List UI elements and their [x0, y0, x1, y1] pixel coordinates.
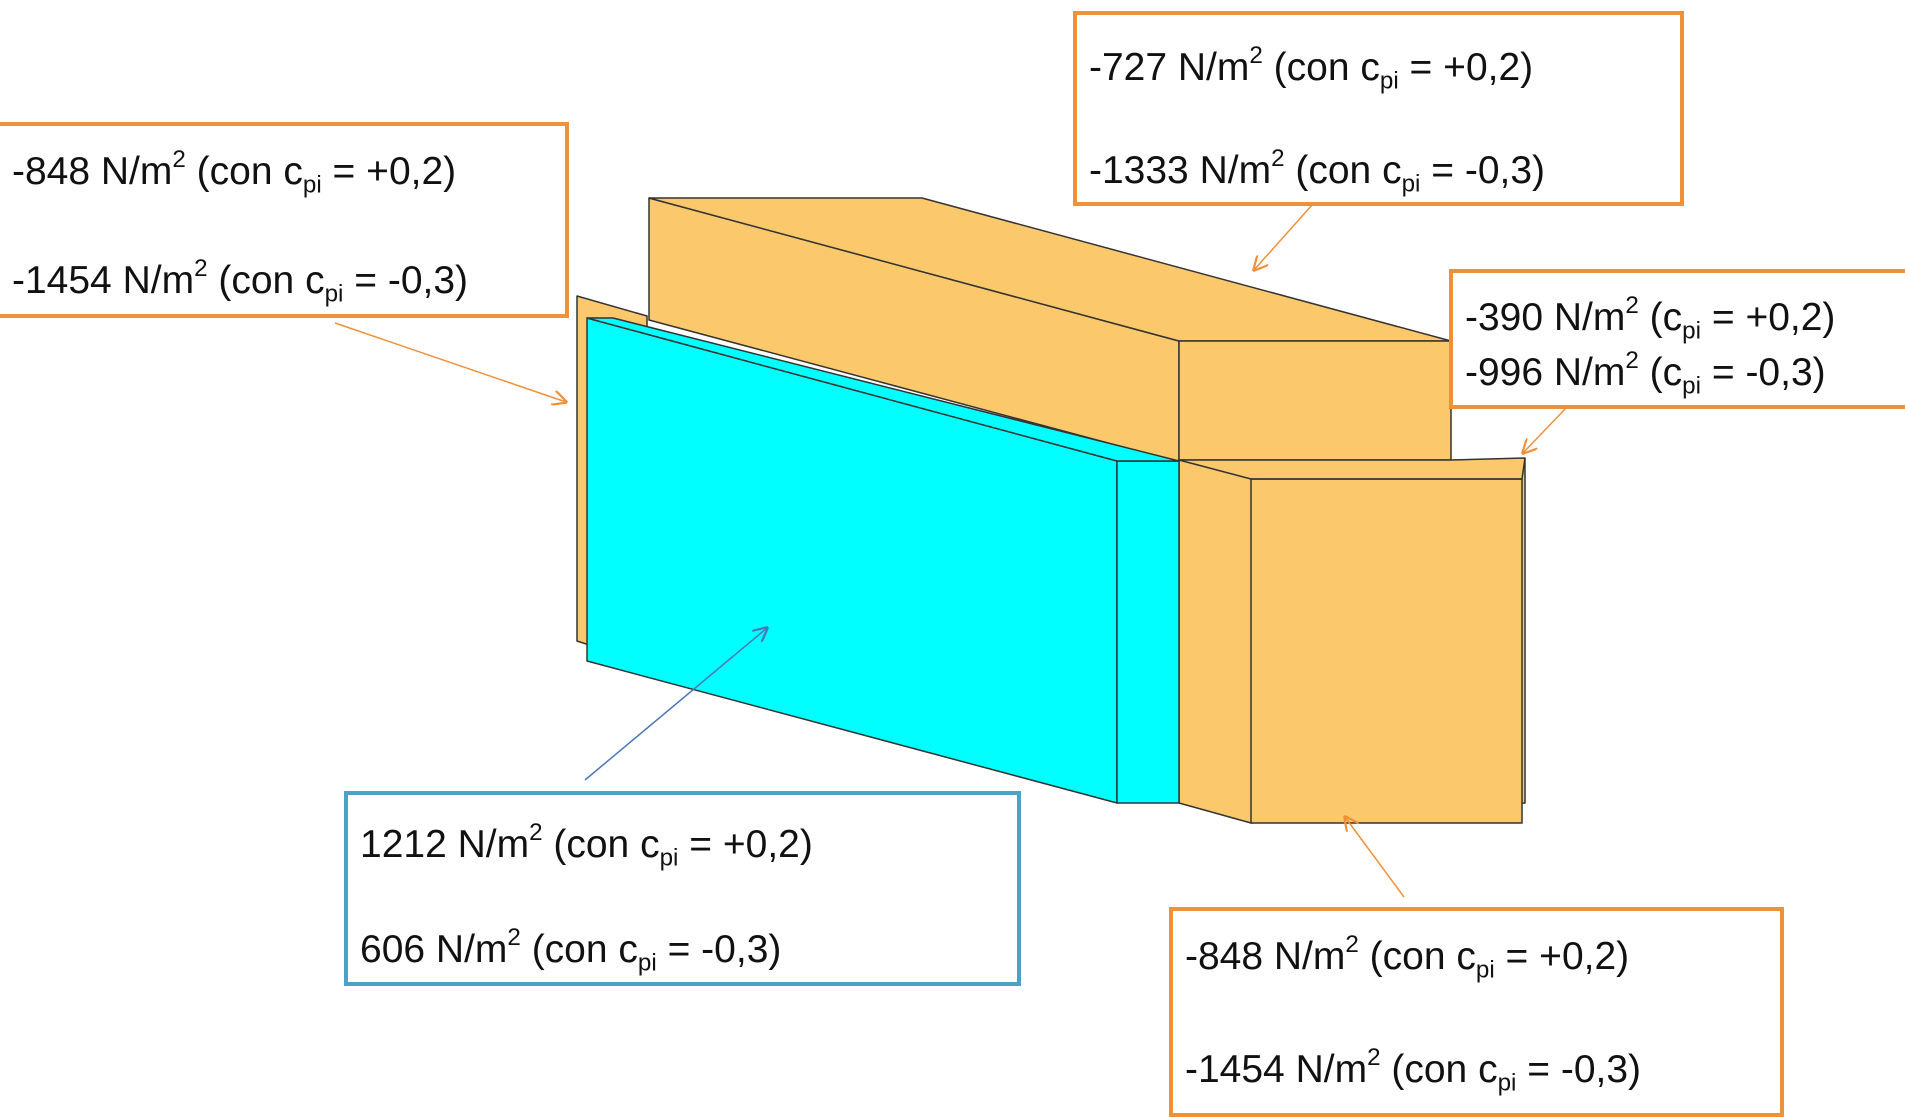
callout-line-1: -727 N/m2 (con cpi = +0,2): [1089, 43, 1534, 93]
windward-top-edge: [586, 317, 1180, 462]
arrow-right: [1523, 406, 1568, 453]
coef-subscript: pi: [1475, 956, 1495, 984]
coef-subscript: pi: [302, 171, 322, 199]
callout-left-wall: -848 N/m2 (con cpi = +0,2) -1454 N/m2 (c…: [0, 122, 569, 318]
coef-label: (con c: [1262, 46, 1380, 89]
exponent: 2: [529, 819, 543, 847]
coef-value: = +0,2): [1398, 46, 1534, 89]
coef-value: = +0,2): [1494, 935, 1630, 978]
pressure-value: -1454 N/m: [1185, 1048, 1368, 1091]
windward-strip: [1116, 460, 1180, 804]
callout-line-1: -848 N/m2 (con cpi = +0,2): [12, 147, 457, 197]
upper-right-face: [1178, 340, 1452, 461]
exponent: 2: [1345, 931, 1359, 959]
coef-value: = -0,3): [1516, 1048, 1642, 1091]
callout-line-2: -1454 N/m2 (con cpi = -0,3): [1185, 1045, 1642, 1095]
exponent: 2: [1625, 347, 1639, 375]
callout-end-wall: -848 N/m2 (con cpi = +0,2) -1454 N/m2 (c…: [1169, 907, 1784, 1117]
coef-subscript: pi: [659, 844, 679, 872]
coef-label: (c: [1638, 296, 1683, 339]
coef-subscript: pi: [637, 949, 657, 977]
building: [576, 197, 1526, 824]
callout-windward-wall: 1212 N/m2 (con cpi = +0,2) 606 N/m2 (con…: [344, 791, 1021, 986]
pressure-value: -996 N/m: [1465, 351, 1626, 394]
end-wall-ridge: [1178, 457, 1526, 480]
pressure-value: -848 N/m: [1185, 935, 1346, 978]
coef-subscript: pi: [324, 280, 344, 308]
coef-value: = -0,3): [656, 928, 782, 971]
coef-value: = +0,2): [321, 150, 457, 193]
arrow-top-right: [1254, 204, 1313, 270]
pressure-value: -727 N/m: [1089, 46, 1250, 89]
coef-subscript: pi: [1682, 317, 1701, 345]
callout-line-1: 1212 N/m2 (con cpi = +0,2): [360, 820, 813, 870]
pressure-value: 1212 N/m: [360, 823, 530, 866]
callout-leeward-roof: -390 N/m2 (cpi = +0,2) -996 N/m2 (cpi = …: [1449, 269, 1905, 409]
callout-line-2: -1454 N/m2 (con cpi = -0,3): [12, 256, 469, 306]
coef-subscript: pi: [1682, 372, 1701, 400]
exponent: 2: [1249, 42, 1263, 70]
pressure-value: -1454 N/m: [12, 259, 195, 302]
coef-value: = +0,2): [1701, 296, 1836, 339]
callout-line-2: 606 N/m2 (con cpi = -0,3): [360, 925, 782, 975]
coef-value: = -0,3): [343, 259, 469, 302]
coef-subscript: pi: [1497, 1069, 1517, 1097]
coef-value: = -0,3): [1420, 149, 1546, 192]
callout-line-2: -996 N/m2 (cpi = -0,3): [1465, 348, 1826, 398]
callout-line-2: -1333 N/m2 (con cpi = -0,3): [1089, 146, 1546, 196]
coef-subscript: pi: [1379, 67, 1399, 95]
exponent: 2: [1271, 145, 1285, 173]
coef-label: (con c: [185, 150, 303, 193]
end-wall-front: [1250, 478, 1523, 824]
coef-label: (c: [1638, 351, 1683, 394]
coef-value: = +0,2): [678, 823, 813, 866]
arrow-top-left: [334, 322, 566, 402]
exponent: 2: [1367, 1044, 1381, 1072]
coef-label: (con c: [1284, 149, 1402, 192]
coef-subscript: pi: [1401, 170, 1421, 198]
callout-roof-top-right: -727 N/m2 (con cpi = +0,2) -1333 N/m2 (c…: [1073, 11, 1684, 206]
pressure-value: 606 N/m: [360, 928, 508, 971]
exponent: 2: [1625, 292, 1639, 320]
coef-label: (con c: [542, 823, 660, 866]
exponent: 2: [507, 924, 521, 952]
exponent: 2: [194, 255, 208, 283]
coef-value: = -0,3): [1701, 351, 1826, 394]
coef-label: (con c: [1380, 1048, 1498, 1091]
callout-line-1: -848 N/m2 (con cpi = +0,2): [1185, 932, 1630, 982]
arrow-bottom-right: [1345, 817, 1405, 898]
pressure-value: -848 N/m: [12, 150, 173, 193]
arrow-windward: [584, 628, 767, 781]
coef-label: (con c: [1358, 935, 1476, 978]
leader-arrows: [334, 204, 1568, 898]
callout-line-1: -390 N/m2 (cpi = +0,2): [1465, 293, 1836, 343]
exponent: 2: [172, 146, 186, 174]
coef-label: (con c: [207, 259, 325, 302]
pressure-value: -390 N/m: [1465, 296, 1626, 339]
pressure-value: -1333 N/m: [1089, 149, 1272, 192]
coef-label: (con c: [520, 928, 638, 971]
